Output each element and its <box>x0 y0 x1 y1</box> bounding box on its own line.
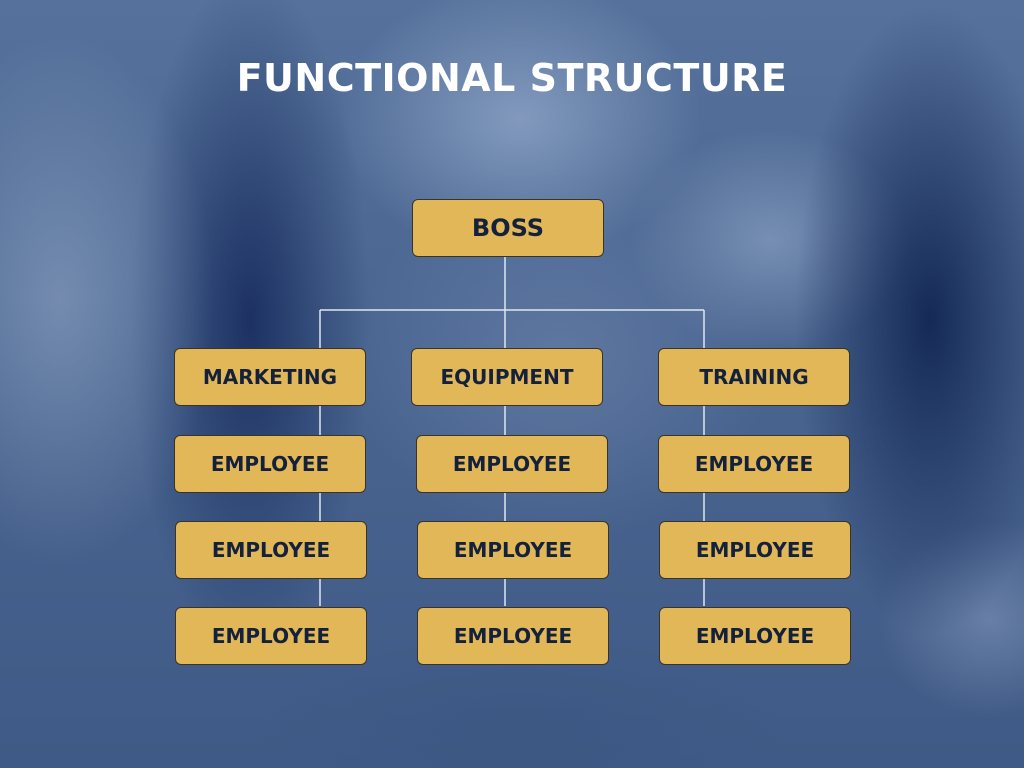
department-label: EQUIPMENT <box>440 365 574 389</box>
department-box-equipment: EQUIPMENT <box>411 348 603 406</box>
employee-box: EMPLOYEE <box>658 435 850 493</box>
employee-label: EMPLOYEE <box>694 452 814 476</box>
boss-label: BOSS <box>471 214 545 242</box>
employee-label: EMPLOYEE <box>695 538 815 562</box>
department-label: MARKETING <box>202 365 338 389</box>
department-box-marketing: MARKETING <box>174 348 366 406</box>
employee-label: EMPLOYEE <box>695 624 815 648</box>
employee-label: EMPLOYEE <box>453 624 573 648</box>
employee-box: EMPLOYEE <box>175 521 367 579</box>
employee-label: EMPLOYEE <box>211 538 331 562</box>
department-label: TRAINING <box>699 365 809 389</box>
employee-label: EMPLOYEE <box>210 452 330 476</box>
department-box-training: TRAINING <box>658 348 850 406</box>
employee-box: EMPLOYEE <box>416 435 608 493</box>
employee-box: EMPLOYEE <box>659 607 851 665</box>
employee-box: EMPLOYEE <box>174 435 366 493</box>
employee-box: EMPLOYEE <box>417 521 609 579</box>
employee-label: EMPLOYEE <box>453 538 573 562</box>
employee-label: EMPLOYEE <box>211 624 331 648</box>
employee-box: EMPLOYEE <box>175 607 367 665</box>
employee-label: EMPLOYEE <box>452 452 572 476</box>
employee-box: EMPLOYEE <box>417 607 609 665</box>
boss-box: BOSS <box>412 199 604 257</box>
page-title: FUNCTIONAL STRUCTURE <box>236 56 788 100</box>
employee-box: EMPLOYEE <box>659 521 851 579</box>
